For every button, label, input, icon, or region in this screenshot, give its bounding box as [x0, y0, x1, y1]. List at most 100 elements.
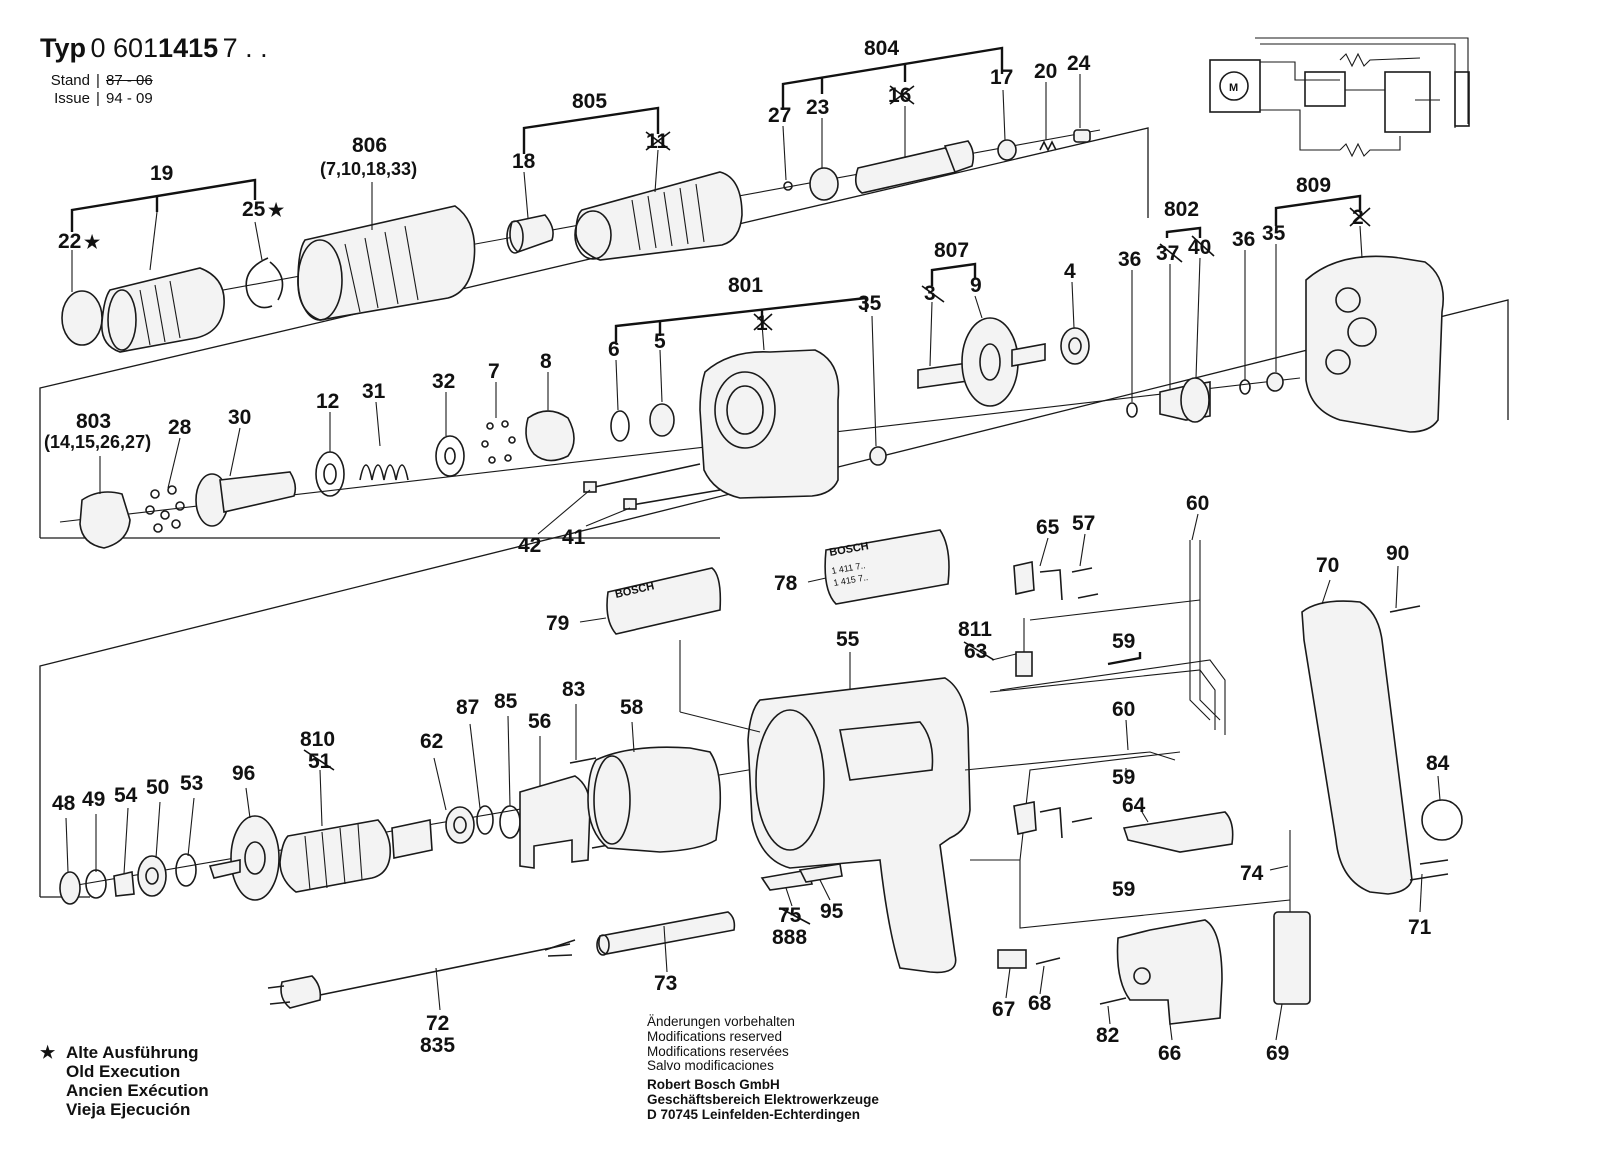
part-5-bearing — [649, 403, 675, 437]
label-801: 801 — [728, 274, 763, 297]
part-805-housing — [575, 171, 743, 261]
label-36a: 36 — [1118, 248, 1141, 271]
label-71: 71 — [1408, 916, 1432, 939]
label-62: 62 — [420, 730, 443, 753]
label-8: 8 — [540, 350, 552, 373]
label-95: 95 — [820, 900, 844, 923]
part-59-wire-b — [970, 859, 1291, 929]
part-42-screw — [589, 463, 701, 489]
stand-value: 87 - 06 — [106, 72, 153, 89]
typ-suffix: 7 . . — [222, 33, 268, 63]
label-9: 9 — [970, 274, 982, 297]
part-20-spring — [1039, 140, 1057, 152]
label-64: 64 — [1122, 794, 1146, 817]
label-20: 20 — [1034, 60, 1057, 83]
label-30: 30 — [228, 406, 251, 429]
label-806: 806 — [352, 134, 387, 157]
bracket-807 — [930, 262, 977, 286]
part-9-gear — [961, 317, 1019, 407]
label-809: 809 — [1296, 174, 1331, 197]
label-60a: 60 — [1186, 492, 1209, 515]
wiring-schematic: M — [1209, 37, 1470, 158]
label-69: 69 — [1266, 1042, 1289, 1065]
label-87: 87 — [456, 696, 479, 719]
stand-label: Stand — [50, 72, 90, 89]
note-line-3: Modifications reservées — [647, 1043, 789, 1059]
bracket-802 — [1165, 226, 1202, 238]
part-78-nameplate — [824, 529, 950, 605]
label-7: 7 — [488, 360, 500, 383]
part-35-small — [869, 446, 887, 466]
part-7-balls — [481, 420, 516, 464]
label-59b: 59 — [1112, 766, 1135, 789]
label-37: 37 — [1156, 242, 1179, 265]
part-73-tube — [598, 911, 736, 955]
company-name: Robert Bosch GmbH — [647, 1077, 780, 1093]
label-802: 802 — [1164, 198, 1199, 221]
part-79-nameplate — [606, 567, 722, 635]
part-60-wire-a — [1189, 540, 1211, 721]
part-35-bush — [1266, 372, 1284, 392]
part-57-screw — [1071, 567, 1099, 599]
motor-symbol — [1219, 71, 1249, 101]
label-27: 27 — [768, 104, 791, 127]
part-48 — [59, 871, 81, 905]
label-59a: 59 — [1112, 630, 1135, 653]
label-2: 2 — [1352, 206, 1364, 229]
part-number-labels: 804 805 806 (7,10,18,33) 19 22 ★ 25 ★ 18… — [44, 37, 1450, 1065]
part-90-screw — [1389, 605, 1421, 613]
note-line-1: Änderungen vorbehalten — [647, 1014, 795, 1029]
part-6-circlip — [610, 410, 630, 442]
typ-label: Typ — [40, 33, 86, 63]
part-811-brush — [1015, 651, 1033, 677]
legend-line-1: Alte Ausführung — [66, 1043, 199, 1062]
part-803-clutch — [79, 491, 131, 549]
revision-block: Stand|87 - 06 Issue|94 - 09 — [42, 72, 153, 108]
part-49 — [85, 869, 107, 899]
part-18-bushing — [509, 214, 554, 253]
part-69-capacitor — [1273, 911, 1311, 1005]
label-55: 55 — [836, 628, 860, 651]
label-41: 41 — [562, 526, 586, 549]
label-48: 48 — [52, 792, 76, 815]
label-810: 810 — [300, 728, 335, 751]
part-28-balls — [145, 485, 185, 533]
label-803-sub: (14,15,26,27) — [44, 432, 151, 452]
label-72: 72 — [426, 1012, 449, 1035]
part-56-bracket — [519, 775, 591, 869]
label-32: 32 — [432, 370, 455, 393]
label-90: 90 — [1386, 542, 1409, 565]
leader-lines — [65, 74, 1441, 1041]
notes-block: Änderungen vorbehalten Modifications res… — [647, 1014, 879, 1123]
label-35a: 35 — [1262, 222, 1286, 245]
label-75: 75 — [778, 904, 802, 927]
label-73: 73 — [654, 972, 677, 995]
bracket-801 — [614, 296, 868, 342]
label-4: 4 — [1064, 260, 1076, 283]
label-28: 28 — [168, 416, 192, 439]
diagram-title: Typ 0 6011415 7 . . — [40, 32, 268, 64]
part-31-spring — [359, 464, 409, 481]
label-3: 3 — [924, 282, 936, 305]
label-51: 51 — [308, 750, 332, 773]
label-56: 56 — [528, 710, 551, 733]
bracket-804 — [781, 46, 1004, 110]
part-54 — [113, 871, 135, 897]
label-806-sub: (7,10,18,33) — [320, 159, 417, 179]
part-65-brush — [1013, 561, 1035, 595]
part-804-shaft — [854, 147, 958, 194]
bracket-809 — [1274, 194, 1362, 226]
label-5: 5 — [654, 330, 666, 353]
typ-number-bold: 415 — [173, 33, 219, 63]
part-55-motor-housing — [747, 677, 971, 974]
bracket-805 — [522, 106, 660, 154]
label-59c: 59 — [1112, 878, 1135, 901]
label-25: 25 — [242, 198, 266, 221]
row1-parts — [61, 129, 1101, 353]
part-71-screw — [1409, 859, 1449, 881]
label-53: 53 — [180, 772, 203, 795]
label-804: 804 — [864, 37, 899, 60]
part-50 — [137, 855, 167, 897]
typ-number-bold-pre: 1 — [158, 33, 174, 63]
